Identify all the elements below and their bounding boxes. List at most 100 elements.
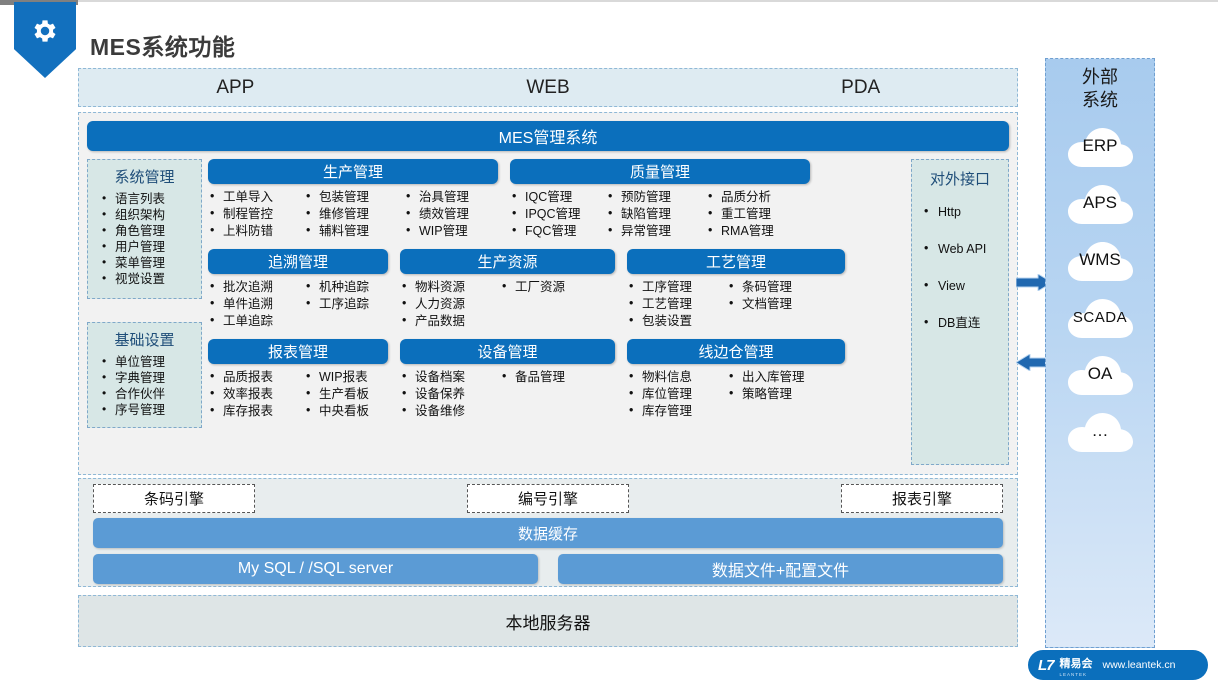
list-item[interactable]: View: [922, 278, 1004, 294]
cloud-label: SCADA: [1072, 308, 1128, 326]
list-item[interactable]: 人力资源: [400, 295, 500, 313]
data-cache-bar: 数据缓存: [93, 518, 1003, 548]
list-item[interactable]: 工单导入: [208, 188, 304, 206]
list-item[interactable]: 设备维修: [400, 402, 500, 420]
list-item[interactable]: 设备保养: [400, 385, 500, 403]
cloud-label: WMS: [1079, 250, 1121, 269]
cloud-aps[interactable]: APS: [1060, 180, 1140, 226]
list-item[interactable]: 设备档案: [400, 368, 500, 386]
list-item[interactable]: 条码管理: [727, 278, 792, 296]
panel-item-list: 语言列表 组织架构 角色管理 用户管理 菜单管理 视觉设置: [92, 190, 197, 287]
panel-system-management: 系统管理 语言列表 组织架构 角色管理 用户管理 菜单管理 视觉设置: [87, 159, 202, 299]
group-column: 物料信息 库位管理 库存管理: [627, 368, 727, 420]
list-item[interactable]: 产品数据: [400, 312, 500, 330]
list-item[interactable]: DB直连: [922, 315, 1004, 331]
engine-numbering[interactable]: 编号引擎: [467, 484, 629, 513]
list-item[interactable]: 库位管理: [627, 385, 727, 403]
list-item[interactable]: FQC管理: [510, 222, 606, 240]
list-item[interactable]: 工单追踪: [208, 312, 304, 330]
list-item[interactable]: 机种追踪: [304, 278, 369, 296]
list-item[interactable]: 维修管理: [304, 205, 404, 223]
list-item[interactable]: 物料资源: [400, 278, 500, 296]
group-title[interactable]: 报表管理: [208, 339, 388, 364]
list-item[interactable]: 绩效管理: [404, 205, 469, 223]
list-item[interactable]: 制程管控: [208, 205, 304, 223]
group-title[interactable]: 生产资源: [400, 249, 615, 274]
cloud-oa[interactable]: OA: [1060, 351, 1140, 397]
list-item[interactable]: 单件追溯: [208, 295, 304, 313]
group-column: 品质分析 重工管理 RMA管理: [706, 188, 774, 240]
list-item[interactable]: 重工管理: [706, 205, 774, 223]
list-item[interactable]: 辅料管理: [304, 222, 404, 240]
list-item[interactable]: 策略管理: [727, 385, 805, 403]
list-item[interactable]: 单位管理: [102, 353, 197, 370]
list-item[interactable]: 合作伙伴: [102, 385, 197, 402]
brand-logo[interactable]: L7 精易会 LEANTEK www.leantek.cn: [1028, 650, 1208, 680]
list-item[interactable]: 出入库管理: [727, 368, 805, 386]
cloud-wms[interactable]: WMS: [1060, 237, 1140, 283]
group-column: 设备档案 设备保养 设备维修: [400, 368, 500, 420]
list-item[interactable]: 工厂资源: [500, 278, 565, 296]
cloud-icon: [1068, 128, 1133, 167]
list-item[interactable]: 物料信息: [627, 368, 727, 386]
panel-item-list: Http Web API View DB直连: [916, 204, 1004, 331]
list-item[interactable]: 包装管理: [304, 188, 404, 206]
group-column: 机种追踪 工序追踪: [304, 278, 369, 330]
engine-and-storage-container: 条码引擎 编号引擎 报表引擎 数据缓存 My SQL / /SQL server…: [78, 478, 1018, 587]
cloud-more[interactable]: …: [1060, 408, 1140, 454]
group-title[interactable]: 生产管理: [208, 159, 498, 184]
list-item[interactable]: 备品管理: [500, 368, 565, 386]
list-item[interactable]: IQC管理: [510, 188, 606, 206]
group-column: 工厂资源: [500, 278, 565, 330]
engine-barcode[interactable]: 条码引擎: [93, 484, 255, 513]
list-item[interactable]: 效率报表: [208, 385, 304, 403]
group-report-management: 报表管理 品质报表 效率报表 库存报表 WIP报表 生产看板 中央看板: [208, 339, 388, 420]
gear-badge: [14, 2, 76, 78]
list-item[interactable]: 生产看板: [304, 385, 369, 403]
list-item[interactable]: 品质报表: [208, 368, 304, 386]
list-item[interactable]: 角色管理: [102, 222, 197, 239]
list-item[interactable]: 中央看板: [304, 402, 369, 420]
cloud-label: …: [1091, 421, 1109, 440]
list-item[interactable]: 治具管理: [404, 188, 469, 206]
list-item[interactable]: 组织架构: [102, 206, 197, 223]
cloud-scada[interactable]: SCADA: [1060, 294, 1140, 340]
group-column: 工序管理 工艺管理 包装设置: [627, 278, 727, 330]
list-item[interactable]: 文档管理: [727, 295, 792, 313]
engine-report[interactable]: 报表引擎: [841, 484, 1003, 513]
group-title[interactable]: 工艺管理: [627, 249, 845, 274]
list-item[interactable]: 字典管理: [102, 369, 197, 386]
list-item[interactable]: 预防管理: [606, 188, 706, 206]
list-item[interactable]: 库存管理: [627, 402, 727, 420]
list-item[interactable]: WIP管理: [404, 222, 469, 240]
list-item[interactable]: IPQC管理: [510, 205, 606, 223]
list-item[interactable]: 库存报表: [208, 402, 304, 420]
list-item[interactable]: RMA管理: [706, 222, 774, 240]
group-column: 工单导入 制程管控 上料防错: [208, 188, 304, 240]
list-item[interactable]: 异常管理: [606, 222, 706, 240]
list-item[interactable]: Http: [922, 204, 1004, 220]
mes-main-container: MES管理系统 系统管理 语言列表 组织架构 角色管理 用户管理 菜单管理 视觉…: [78, 112, 1018, 475]
list-item[interactable]: 菜单管理: [102, 254, 197, 271]
list-item[interactable]: Web API: [922, 241, 1004, 257]
group-column: IQC管理 IPQC管理 FQC管理: [510, 188, 606, 240]
list-item[interactable]: 工序追踪: [304, 295, 369, 313]
list-item[interactable]: 上料防错: [208, 222, 304, 240]
list-item[interactable]: 视觉设置: [102, 270, 197, 287]
list-item[interactable]: 缺陷管理: [606, 205, 706, 223]
list-item[interactable]: 批次追溯: [208, 278, 304, 296]
list-item[interactable]: 语言列表: [102, 190, 197, 207]
list-item[interactable]: 工艺管理: [627, 295, 727, 313]
list-item[interactable]: 品质分析: [706, 188, 774, 206]
group-title[interactable]: 质量管理: [510, 159, 810, 184]
list-item[interactable]: WIP报表: [304, 368, 369, 386]
list-item[interactable]: 包装设置: [627, 312, 727, 330]
group-title[interactable]: 设备管理: [400, 339, 615, 364]
group-title[interactable]: 线边仓管理: [627, 339, 845, 364]
group-process-management: 工艺管理 工序管理 工艺管理 包装设置 条码管理 文档管理: [627, 249, 845, 330]
list-item[interactable]: 用户管理: [102, 238, 197, 255]
list-item[interactable]: 序号管理: [102, 401, 197, 418]
cloud-erp[interactable]: ERP: [1060, 123, 1140, 169]
group-title[interactable]: 追溯管理: [208, 249, 388, 274]
list-item[interactable]: 工序管理: [627, 278, 727, 296]
